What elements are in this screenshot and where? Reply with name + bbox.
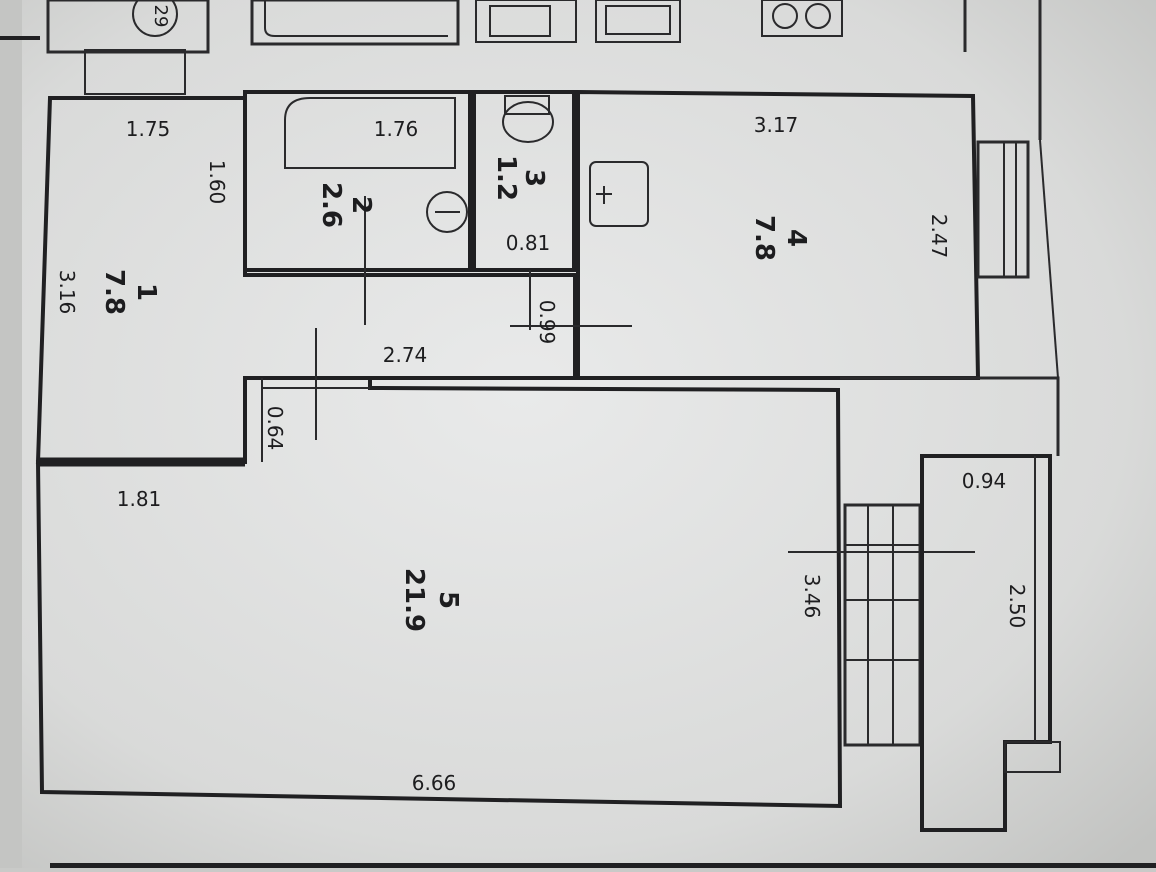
neighbor-room <box>46 0 210 54</box>
dim-1-81: 1.81 <box>117 487 162 511</box>
bathtub-icon <box>284 97 456 169</box>
room-4-number: 4 <box>781 229 811 247</box>
dim-6-66: 6.66 <box>412 771 457 795</box>
dim-1-75: 1.75 <box>126 117 171 141</box>
neighbor-label: 29 <box>150 5 171 28</box>
room-4-area: 7.8 <box>749 215 779 261</box>
toilet-icon <box>502 101 554 143</box>
dim-0-64: 0.64 <box>263 406 287 451</box>
room-2-area: 2.6 <box>316 182 346 228</box>
room-5-living <box>35 328 975 809</box>
room-2-outline <box>243 90 472 272</box>
room-3-outline <box>472 90 576 272</box>
entry-niche <box>84 49 186 95</box>
neighbor-stove <box>761 0 843 37</box>
room-2-bathroom <box>243 90 472 325</box>
room-1-area: 7.8 <box>99 269 129 315</box>
dim-2-47: 2.47 <box>927 214 951 259</box>
room-3-label: 3 1.2 <box>491 155 549 201</box>
washbasin-icon <box>426 191 468 233</box>
room-2-number: 2 <box>346 196 376 214</box>
kitchen-sink-icon <box>589 161 649 227</box>
room-3-toilet <box>472 90 576 330</box>
dim-0-81: 0.81 <box>506 231 551 255</box>
neighbor-bath <box>250 0 460 46</box>
neighbor-marker-circle <box>132 0 178 37</box>
dim-2-74: 2.74 <box>383 343 428 367</box>
room-5-label: 5 21.9 <box>399 568 463 632</box>
room-2-label: 2 2.6 <box>316 182 376 228</box>
dim-2-50: 2.50 <box>1005 584 1029 629</box>
room-1-number: 1 <box>131 283 161 301</box>
room-3-number: 3 <box>519 169 549 187</box>
top-neighbor-strip: 29 <box>0 0 1042 140</box>
dim-0-99: 0.99 <box>535 300 559 345</box>
dim-1-60: 1.60 <box>205 160 229 205</box>
dim-1-76: 1.76 <box>374 117 419 141</box>
paper-edge <box>0 0 22 868</box>
dim-3-16: 3.16 <box>55 270 79 315</box>
room-5-number: 5 <box>433 591 463 609</box>
neighbor-wc <box>475 0 577 43</box>
room-5-area: 21.9 <box>399 568 429 632</box>
balcony <box>840 139 1061 832</box>
neighbor-sink <box>595 0 681 43</box>
room-3-area: 1.2 <box>491 155 521 201</box>
dim-3-46: 3.46 <box>800 574 824 619</box>
room-1-label: 1 7.8 <box>99 269 161 315</box>
dim-3-17: 3.17 <box>754 113 799 137</box>
room-4-label: 4 7.8 <box>749 215 811 261</box>
dim-0-94: 0.94 <box>962 469 1007 493</box>
